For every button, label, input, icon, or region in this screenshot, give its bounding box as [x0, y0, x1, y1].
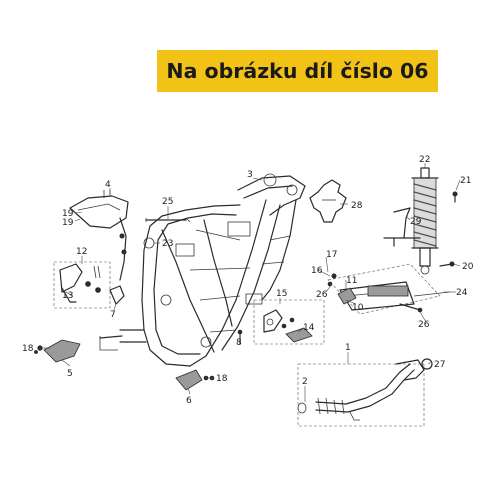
label-13: 13	[62, 291, 73, 301]
part-22-shock	[411, 167, 439, 275]
label-1: 1	[345, 343, 351, 353]
center-stand-group	[327, 263, 451, 315]
part-5-bracket	[34, 339, 81, 363]
part-15-group	[253, 299, 325, 345]
part-4-bracket	[69, 190, 129, 281]
label-10: 10	[352, 303, 364, 313]
label-2: 2	[302, 377, 308, 387]
label-19a: 19	[62, 209, 74, 219]
label-17: 17	[326, 250, 337, 260]
banner-text: Na obrázku díl číslo 06	[166, 59, 429, 83]
label-21: 21	[460, 176, 471, 186]
label-22: 22	[419, 155, 430, 165]
shock-bolts	[439, 191, 458, 267]
label-20: 20	[462, 262, 474, 272]
part-12-group	[53, 261, 125, 309]
label-24: 24	[456, 288, 468, 298]
label-7: 7	[110, 310, 116, 320]
label-15: 15	[276, 289, 287, 299]
label-29: 29	[410, 217, 422, 227]
label-25: 25	[162, 197, 173, 207]
label-6: 6	[186, 396, 192, 406]
label-26a: 26	[316, 290, 328, 300]
leader-lines	[40, 163, 461, 402]
label-14: 14	[303, 323, 315, 333]
label-23: 23	[162, 239, 173, 249]
label-28: 28	[351, 201, 363, 211]
label-16: 16	[311, 266, 323, 276]
part-28-clip	[309, 179, 347, 223]
label-27: 27	[434, 360, 445, 370]
label-26b: 26	[418, 320, 430, 330]
callout-labels: 4 19 19 3 25 23 12 13 7 18 5 6 18 8 15 1…	[22, 155, 474, 406]
label-8: 8	[236, 338, 242, 348]
label-3: 3	[247, 170, 253, 180]
label-4: 4	[105, 180, 111, 190]
label-12: 12	[76, 247, 87, 257]
label-19b: 19	[62, 218, 74, 228]
part-1-assembly	[297, 358, 433, 427]
part-29-rod	[383, 207, 421, 247]
label-18a: 18	[22, 344, 34, 354]
part-6-bracket	[175, 369, 215, 391]
banner: Na obrázku díl číslo 06	[157, 50, 438, 92]
main-frame	[99, 173, 306, 367]
label-11: 11	[346, 276, 357, 286]
label-5: 5	[67, 369, 73, 379]
label-18b: 18	[216, 374, 228, 384]
